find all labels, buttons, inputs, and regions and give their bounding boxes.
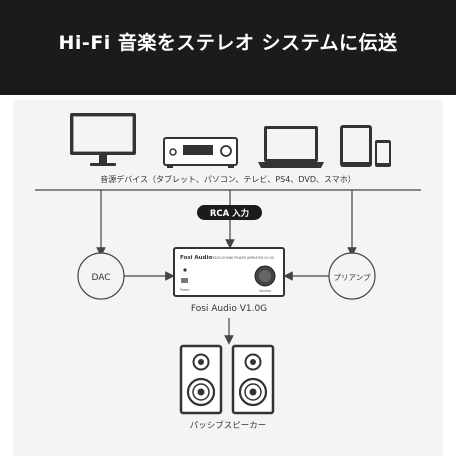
dac-node: DAC bbox=[77, 252, 125, 300]
monitor-icon bbox=[70, 113, 136, 166]
amp-power-label: Power bbox=[180, 288, 190, 292]
receiver-icon bbox=[163, 137, 238, 168]
amp-brand-label: Fosi Audio bbox=[180, 255, 212, 261]
amplifier-name-label: Fosi Audio V1.0G bbox=[191, 304, 267, 314]
phone-icon bbox=[375, 140, 391, 167]
left-speaker-icon bbox=[179, 344, 223, 415]
dac-label: DAC bbox=[91, 273, 110, 283]
right-speaker-icon bbox=[231, 344, 275, 415]
speakers-label: パッシブスピーカー bbox=[190, 420, 267, 431]
page-title: Hi-Fi 音楽をステレオ システムに伝送 bbox=[58, 32, 398, 54]
amp-volume-label: Volume bbox=[259, 289, 271, 293]
preamp-node: プリアンプ bbox=[328, 252, 376, 300]
tablet-icon bbox=[340, 125, 372, 167]
laptop-icon bbox=[258, 126, 324, 168]
amplifier-device: Fosi Audio TPA3116 MINI POWER AMPLIFIER … bbox=[173, 247, 285, 297]
sources-label: 音源デバイス（タブレット、パソコン、テレビ、PS4、DVD、スマホ） bbox=[100, 174, 356, 184]
preamp-label: プリアンプ bbox=[334, 273, 371, 282]
rca-input-badge: RCA 入力 bbox=[197, 205, 262, 220]
amp-panel-text: TPA3116 MINI POWER AMPLIFIER V1.0G bbox=[210, 256, 275, 260]
header-bar: Hi-Fi 音楽をステレオ システムに伝送 bbox=[0, 0, 456, 95]
rca-input-label: RCA 入力 bbox=[210, 208, 249, 219]
